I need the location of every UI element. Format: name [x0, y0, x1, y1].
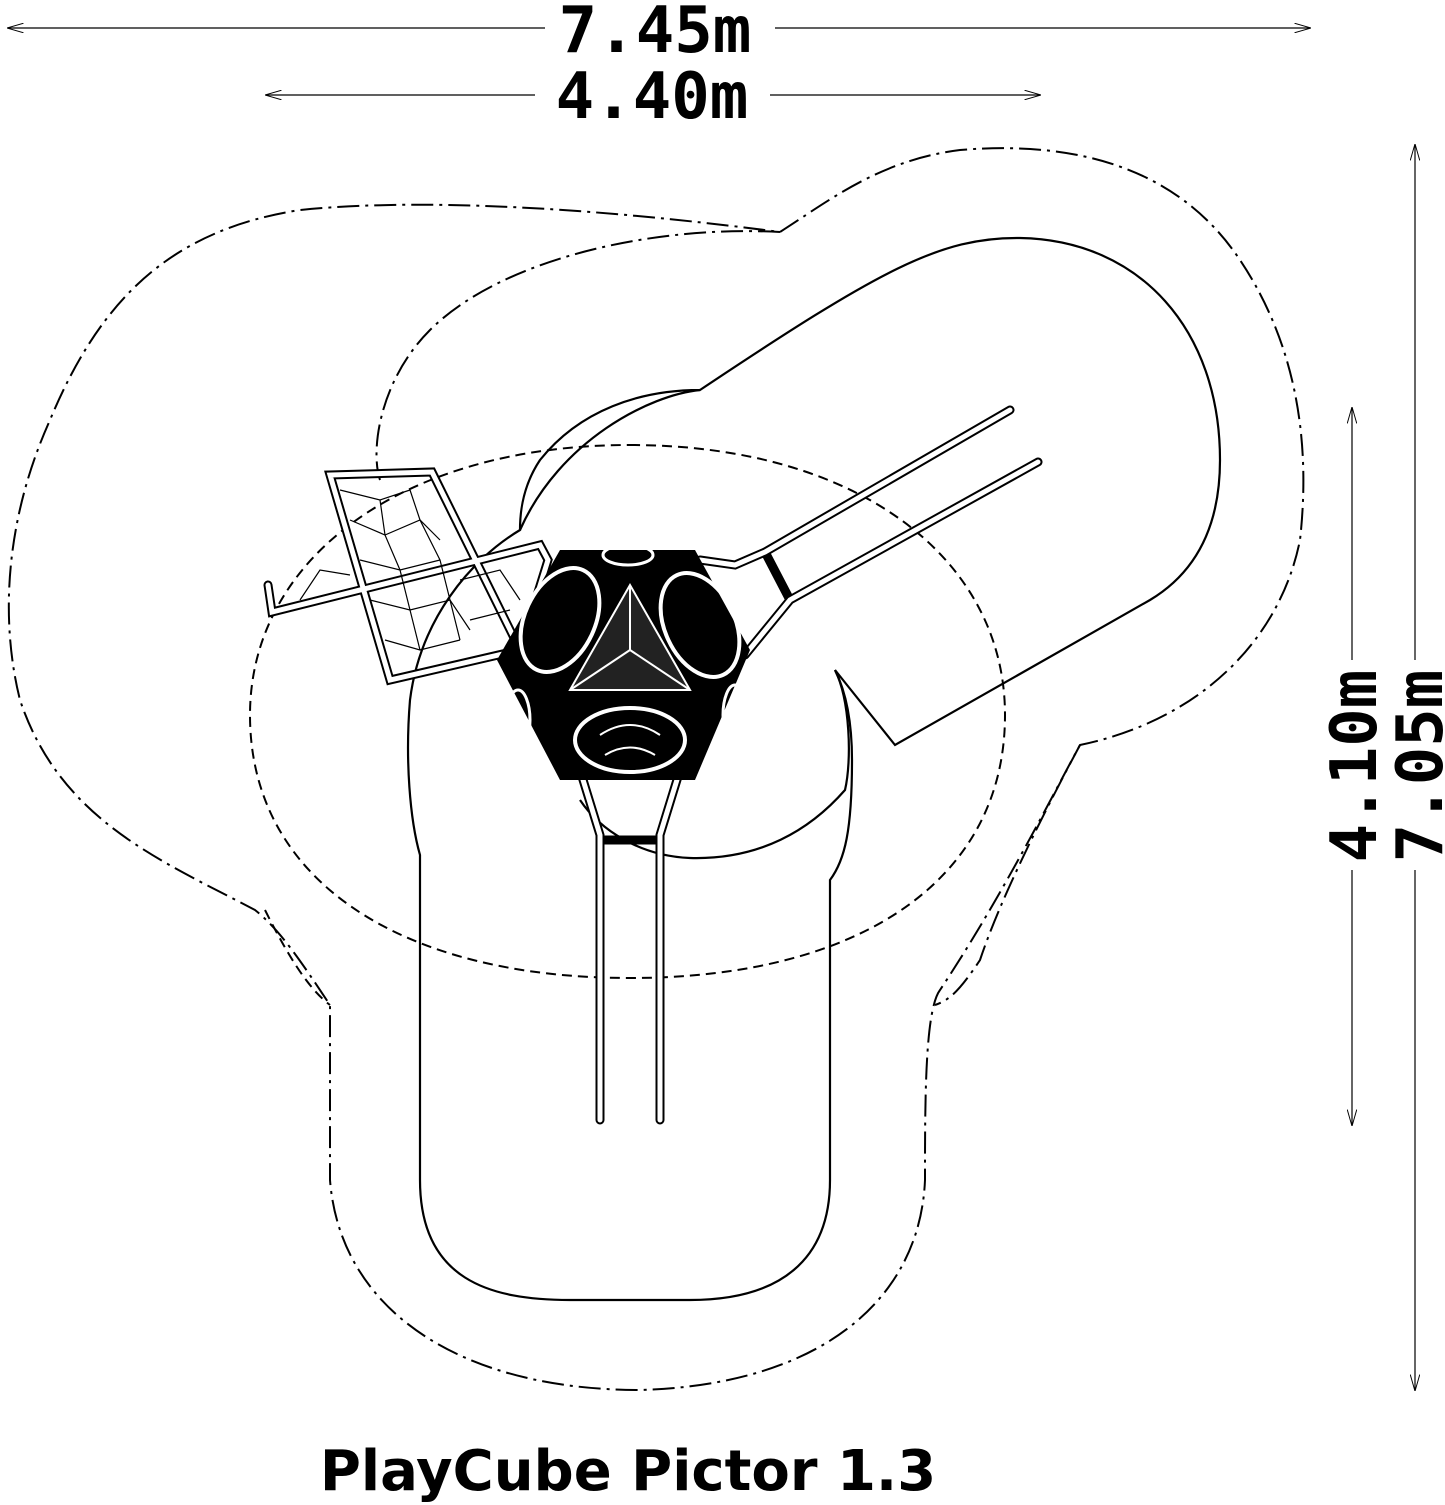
slide-right: [695, 405, 1043, 660]
dimension-overall-width: 7.45m: [8, 0, 1310, 68]
product-title: PlayCube Pictor 1.3: [320, 1439, 936, 1504]
play-cube: [497, 543, 750, 780]
overall-depth-label: 7.05m: [1384, 670, 1445, 863]
safety-area-inner-outline: [375, 230, 1081, 1006]
equipment-depth-label: 4.10m: [1318, 670, 1392, 863]
dimension-equipment-width: 4.40m: [266, 60, 1040, 134]
equipment-width-label: 4.40m: [556, 60, 749, 134]
slide-bottom: [575, 765, 685, 1125]
safety-area-outline: [7, 147, 1305, 1392]
fall-zone-extension: [264, 909, 331, 1006]
dimension-overall-depth: 7.05m: [1384, 145, 1445, 1390]
free-space-outline: [406, 236, 1222, 1302]
overall-width-label: 7.45m: [559, 0, 752, 68]
fall-zone-outline: [248, 443, 1007, 980]
dimension-equipment-depth: 4.10m: [1318, 408, 1392, 1125]
